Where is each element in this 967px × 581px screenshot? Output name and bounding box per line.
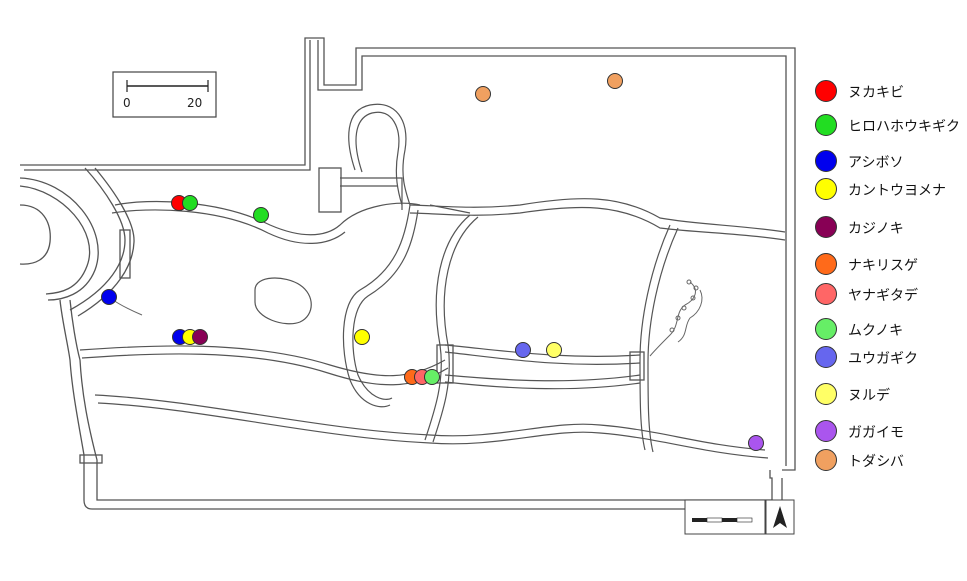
- legend-item-mukunoki: ムクノキ: [815, 318, 965, 344]
- marker-yuugagiku: [515, 342, 531, 358]
- legend-item-gagaimo: ガガイモ: [815, 420, 965, 446]
- legend-label: アシボソ: [848, 155, 904, 171]
- legend-marker: [815, 283, 837, 305]
- legend-marker: [815, 253, 837, 275]
- legend-marker: [815, 420, 837, 442]
- west-plaza-outline: [19, 167, 135, 317]
- pond: [254, 277, 312, 325]
- marker-gagaimo: [748, 435, 764, 451]
- legend-item-ashiboso: アシボソ: [815, 150, 965, 176]
- legend-item-nakirisuge: ナキリスゲ: [815, 253, 965, 279]
- legend-marker: [815, 114, 837, 136]
- scale-end-label: 20: [187, 96, 202, 110]
- legend-marker: [815, 178, 837, 200]
- marker-kajinoki: [192, 329, 208, 345]
- scale-start-label: 0: [123, 96, 131, 110]
- legend-item-kantouyomena: カントウヨメナ: [815, 178, 965, 204]
- marker-mukunoki: [424, 369, 440, 385]
- legend-label: ムクノキ: [848, 323, 904, 339]
- legend-item-yuugagiku: ユウガギク: [815, 346, 965, 372]
- legend-label: カントウヨメナ: [848, 183, 946, 199]
- legend-label: ヌルデ: [848, 388, 890, 404]
- legend-label: トダシバ: [848, 454, 904, 470]
- park-boundary: [20, 37, 796, 510]
- marker-ashiboso: [101, 289, 117, 305]
- pavilions: [318, 167, 645, 384]
- legend-marker: [815, 346, 837, 368]
- legend-label: カジノキ: [848, 221, 904, 237]
- legend-item-yanagitade: ヤナギタデ: [815, 283, 965, 309]
- marker-kantouyomena: [354, 329, 370, 345]
- rock-garden: [649, 279, 703, 357]
- legend-label: ヤナギタデ: [848, 288, 918, 304]
- legend-item-nukakibi: ヌカキビ: [815, 80, 965, 106]
- legend-item-nurude: ヌルデ: [815, 383, 965, 409]
- legend-item-todashiba: トダシバ: [815, 449, 965, 475]
- legend-label: ユウガギク: [848, 351, 918, 367]
- legend-marker: [815, 150, 837, 172]
- legend-marker: [815, 216, 837, 238]
- legend-label: ナキリスゲ: [848, 258, 918, 274]
- map-scale-box: [684, 499, 766, 535]
- north-arrow-icon: [765, 499, 795, 535]
- legend-marker: [815, 383, 837, 405]
- marker-todashiba: [607, 73, 623, 89]
- legend-marker: [815, 318, 837, 340]
- scale-bar: 0 20: [112, 71, 217, 118]
- legend-marker: [815, 449, 837, 471]
- legend-marker: [815, 80, 837, 102]
- footpaths: [79, 103, 786, 459]
- legend-item-kajinoki: カジノキ: [815, 216, 965, 242]
- legend-item-hirohahoukigiku: ヒロハホウキギク: [815, 114, 965, 140]
- legend-label: ガガイモ: [848, 425, 904, 441]
- legend-label: ヒロハホウキギク: [848, 119, 960, 135]
- marker-hirohahoukigiku: [253, 207, 269, 223]
- marker-hirohahoukigiku: [182, 195, 198, 211]
- legend-label: ヌカキビ: [848, 85, 904, 101]
- marker-nurude: [546, 342, 562, 358]
- marker-todashiba: [475, 86, 491, 102]
- species-markers: [101, 73, 764, 451]
